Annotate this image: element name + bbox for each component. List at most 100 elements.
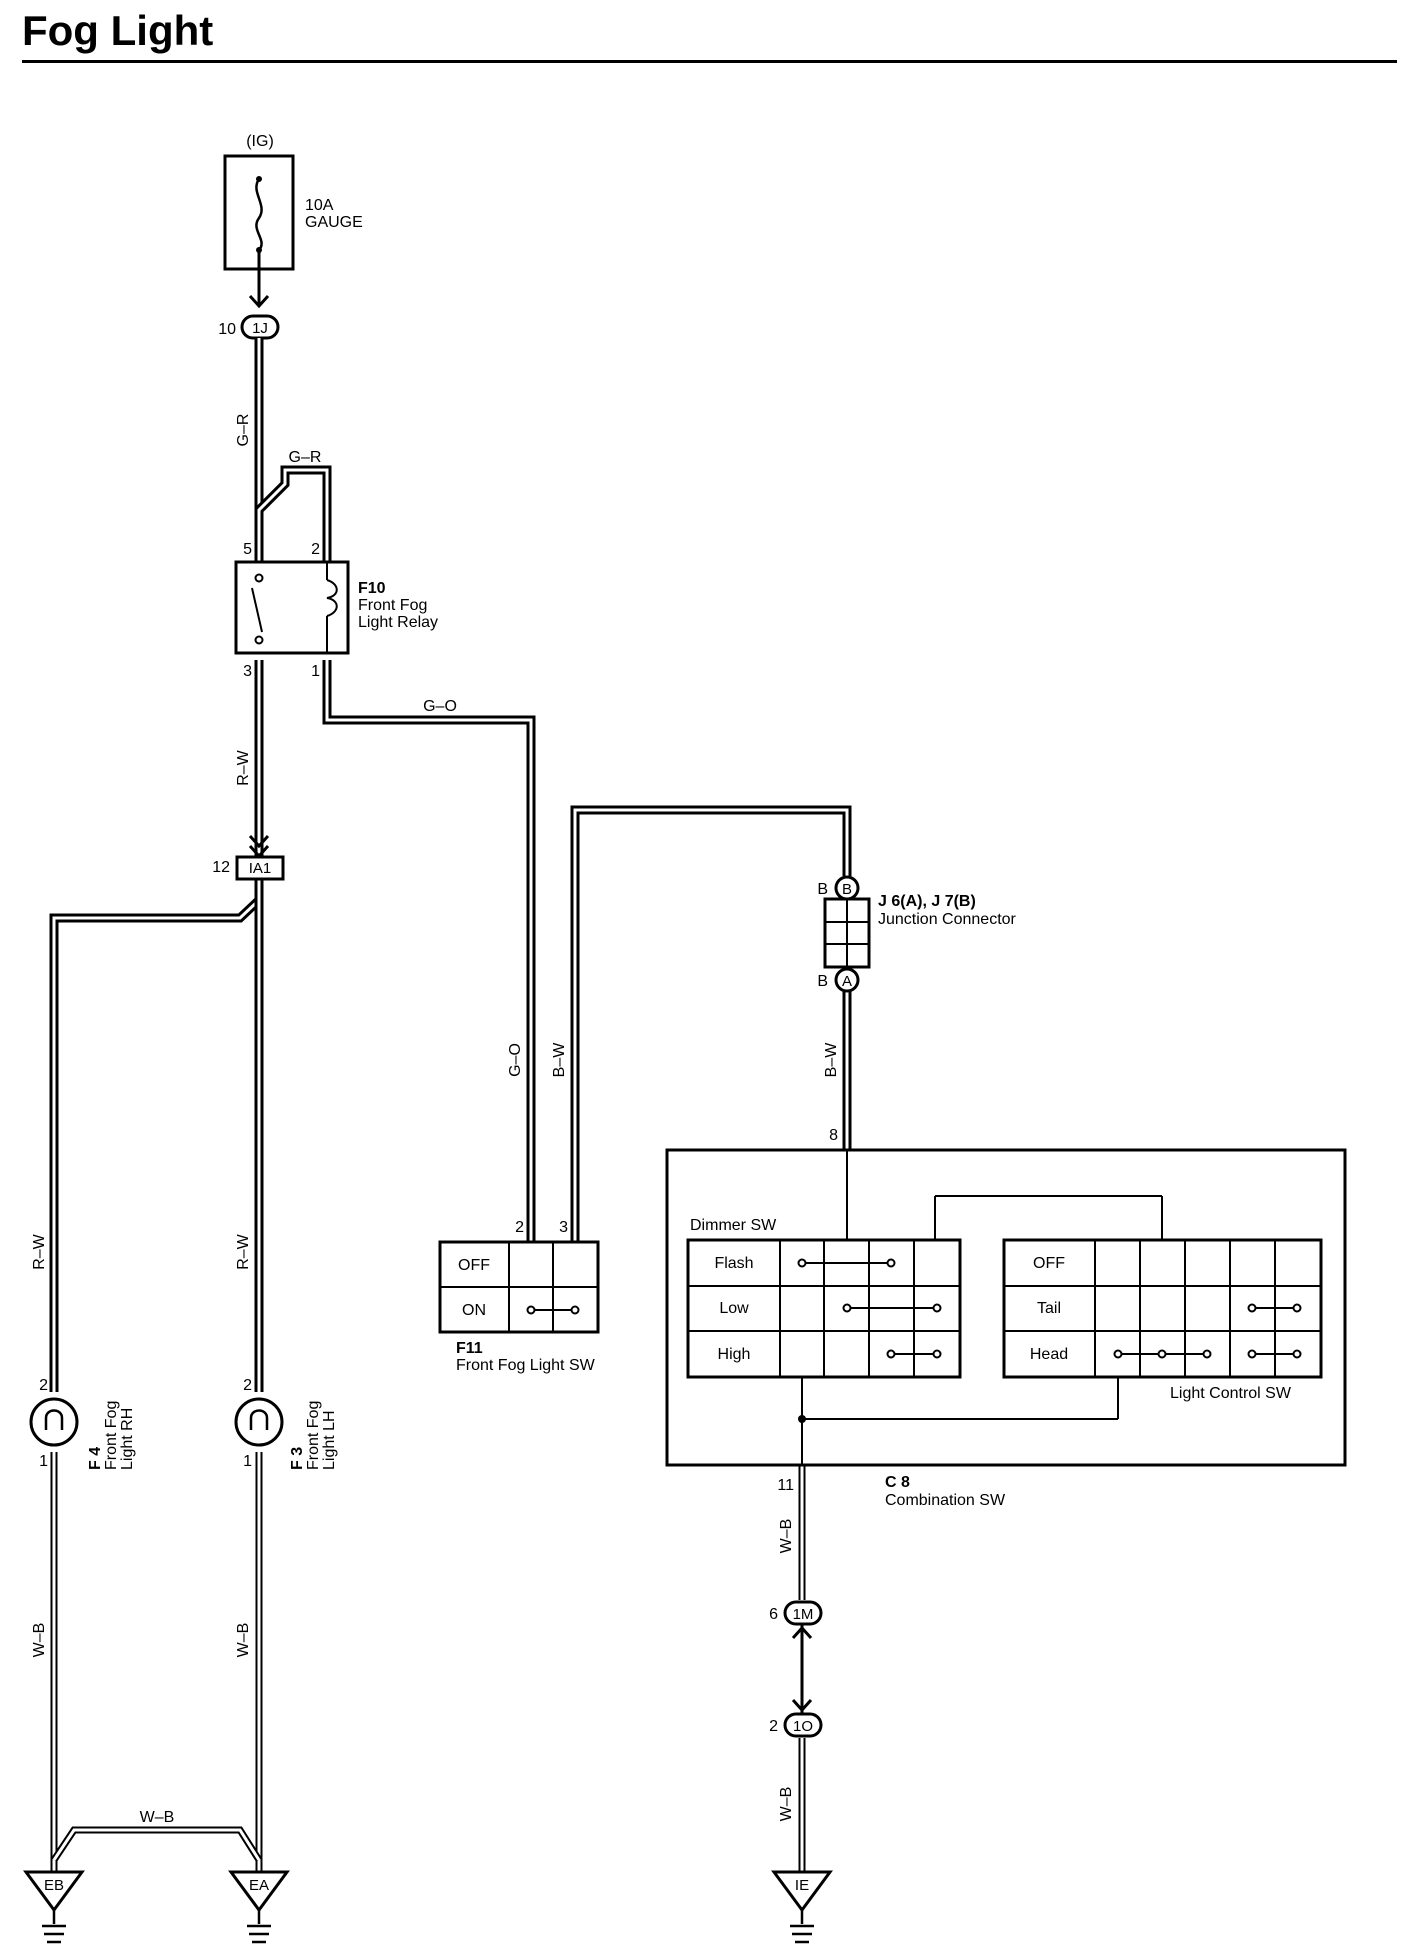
fog-switch-code: F11 bbox=[456, 1340, 483, 1357]
wire-label-b-w-combination: B–W bbox=[823, 1042, 840, 1078]
dimmer-low-contact-2 bbox=[932, 1303, 942, 1313]
dimmer-row-low: Low bbox=[719, 1300, 749, 1317]
connector-ia1-pin: 12 bbox=[212, 859, 230, 876]
fog-rh-bulb-icon bbox=[29, 1397, 79, 1447]
light-control-row-off: OFF bbox=[1033, 1255, 1065, 1272]
junction-name-line1: J 6(A), J 7(B) bbox=[878, 893, 976, 910]
front-fog-light-switch-f11: 2 3 OFF ON F11 Front Fog Light SW bbox=[438, 1219, 600, 1374]
connector-1o-body bbox=[783, 1712, 823, 1738]
dimmer-row-high: High bbox=[718, 1346, 751, 1363]
dimmer-high-contact-2 bbox=[932, 1349, 942, 1359]
ground-ie-label: IE bbox=[795, 1877, 809, 1894]
light-control-head-contact-2 bbox=[1157, 1349, 1167, 1359]
wire-label-w-b-combination: W–B bbox=[778, 1519, 795, 1554]
wire-label-w-b-bridge: W–B bbox=[140, 1809, 175, 1826]
relay-pin-3: 3 bbox=[243, 663, 252, 680]
wire-label-g-o-horizontal: G–O bbox=[423, 698, 457, 715]
wire-w-b-bridge bbox=[51, 1826, 262, 1862]
wire-g-o bbox=[322, 660, 536, 1242]
ground-ea-label: EA bbox=[249, 1877, 269, 1894]
relay-f10: 5 2 3 1 F10 Front Fog Light Relay bbox=[234, 541, 438, 680]
relay-pin-5: 5 bbox=[243, 541, 252, 558]
front-fog-light-rh-f4: 2 1 F 4 Front Fog Light RH bbox=[29, 1377, 136, 1470]
wire-label-b-w-switch: B–W bbox=[551, 1042, 568, 1078]
fog-lh-code: F 3 bbox=[289, 1447, 306, 1470]
fog-lh-filament-icon bbox=[249, 1409, 269, 1430]
combination-pin-top: 8 bbox=[829, 1127, 838, 1144]
arrow-down-icon bbox=[791, 1698, 813, 1713]
wire-label-r-w-rh: R–W bbox=[31, 1233, 48, 1269]
connector-1o-id: 1O bbox=[793, 1718, 813, 1735]
junction-tag-a bbox=[834, 967, 860, 993]
connector-1j: 10 1J bbox=[218, 314, 280, 340]
fog-lh-line1: Front Fog bbox=[305, 1401, 322, 1470]
junction-bottom-pin: B bbox=[817, 973, 828, 990]
fog-rh-pin-bottom: 1 bbox=[39, 1453, 48, 1470]
fog-rh-line2: Light RH bbox=[119, 1408, 136, 1470]
fog-rh-filament-icon bbox=[44, 1409, 64, 1430]
fog-rh-pin-top: 2 bbox=[39, 1377, 48, 1394]
relay-name-line1: Front Fog bbox=[358, 597, 427, 614]
connector-1m: 6 1M bbox=[769, 1600, 823, 1626]
dimmer-low-contact-1 bbox=[842, 1303, 852, 1313]
arrow-up-icon bbox=[791, 1625, 813, 1640]
relay-contact-bottom bbox=[254, 635, 264, 645]
wire-label-g-o-vertical: G–O bbox=[507, 1043, 524, 1077]
fog-switch-pin-left: 2 bbox=[515, 1219, 524, 1236]
dimmer-high-contact-1 bbox=[886, 1349, 896, 1359]
fuse-source-label: (IG) bbox=[246, 133, 274, 150]
wire-r-w-rh bbox=[49, 880, 264, 1392]
wire-label-r-w-relay: R–W bbox=[235, 749, 252, 785]
connector-1o-pin: 2 bbox=[769, 1718, 778, 1735]
connector-1m-id: 1M bbox=[793, 1606, 814, 1623]
fog-lh-bulb-icon bbox=[234, 1397, 284, 1447]
fog-switch-row-off: OFF bbox=[458, 1257, 490, 1274]
connector-1j-id: 1J bbox=[252, 320, 268, 337]
ground-ea: EA bbox=[228, 1870, 290, 1944]
title-rule bbox=[22, 60, 1397, 63]
fog-lh-line2: Light LH bbox=[321, 1410, 338, 1470]
ground-eb-triangle-icon bbox=[23, 1870, 85, 1913]
junction-top-pin: B bbox=[817, 881, 828, 898]
fog-lh-pin-bottom: 1 bbox=[243, 1453, 252, 1470]
light-control-head-contact-3 bbox=[1202, 1349, 1212, 1359]
fuse-element-icon bbox=[255, 178, 263, 251]
wire-label-w-b-ground-ie: W–B bbox=[778, 1787, 795, 1822]
wire-label-w-b-rh: W–B bbox=[31, 1623, 48, 1658]
connector-1m-pin: 6 bbox=[769, 1606, 778, 1623]
junction-top-tag: B bbox=[842, 881, 852, 898]
light-control-tail-contact-2 bbox=[1292, 1303, 1302, 1313]
fog-rh-line1: Front Fog bbox=[103, 1401, 120, 1470]
relay-box bbox=[234, 560, 350, 655]
relay-pin-1: 1 bbox=[311, 663, 320, 680]
light-control-tail-contact-1 bbox=[1247, 1303, 1257, 1313]
front-fog-light-lh-f3: 2 1 F 3 Front Fog Light LH bbox=[234, 1377, 338, 1470]
relay-pin-2: 2 bbox=[311, 541, 320, 558]
wiring-harness bbox=[49, 338, 852, 1872]
fog-switch-contact-left bbox=[526, 1305, 536, 1315]
fog-lh-pin-top: 2 bbox=[243, 1377, 252, 1394]
wire-label-r-w-lh: R–W bbox=[235, 1233, 252, 1269]
fuse-rating: 10A bbox=[305, 197, 334, 214]
light-control-head-contact-5 bbox=[1292, 1349, 1302, 1359]
fog-switch-name: Front Fog Light SW bbox=[456, 1357, 596, 1374]
relay-coil-icon bbox=[326, 579, 338, 617]
combination-name: Combination SW bbox=[885, 1492, 1006, 1509]
dimmer-row-flash: Flash bbox=[714, 1255, 753, 1272]
connector-1j-pin: 10 bbox=[218, 321, 236, 338]
combination-switch-c8: 8 Dimmer SW Flash Low High bbox=[665, 1127, 1347, 1509]
fuse-10a-gauge: (IG) 10A GAUGE bbox=[223, 133, 363, 271]
light-control-row-tail: Tail bbox=[1037, 1300, 1061, 1317]
wire-label-w-b-lh: W–B bbox=[235, 1623, 252, 1658]
connector-ia1-body bbox=[235, 855, 285, 881]
junction-connector-j6-j7: B B A B J 6(A), J 7(B) Junction Connecto… bbox=[817, 875, 1017, 993]
fog-switch-contact-right bbox=[570, 1305, 580, 1315]
light-control-row-head: Head bbox=[1030, 1346, 1068, 1363]
wire-b-w-switch bbox=[570, 805, 852, 1242]
combination-code: C 8 bbox=[885, 1474, 910, 1491]
connector-ia1-id: IA1 bbox=[249, 860, 272, 877]
fog-rh-code: F 4 bbox=[87, 1447, 104, 1470]
arrow-down-icon bbox=[248, 294, 270, 309]
connector-ia1: 12 IA1 bbox=[212, 855, 285, 881]
